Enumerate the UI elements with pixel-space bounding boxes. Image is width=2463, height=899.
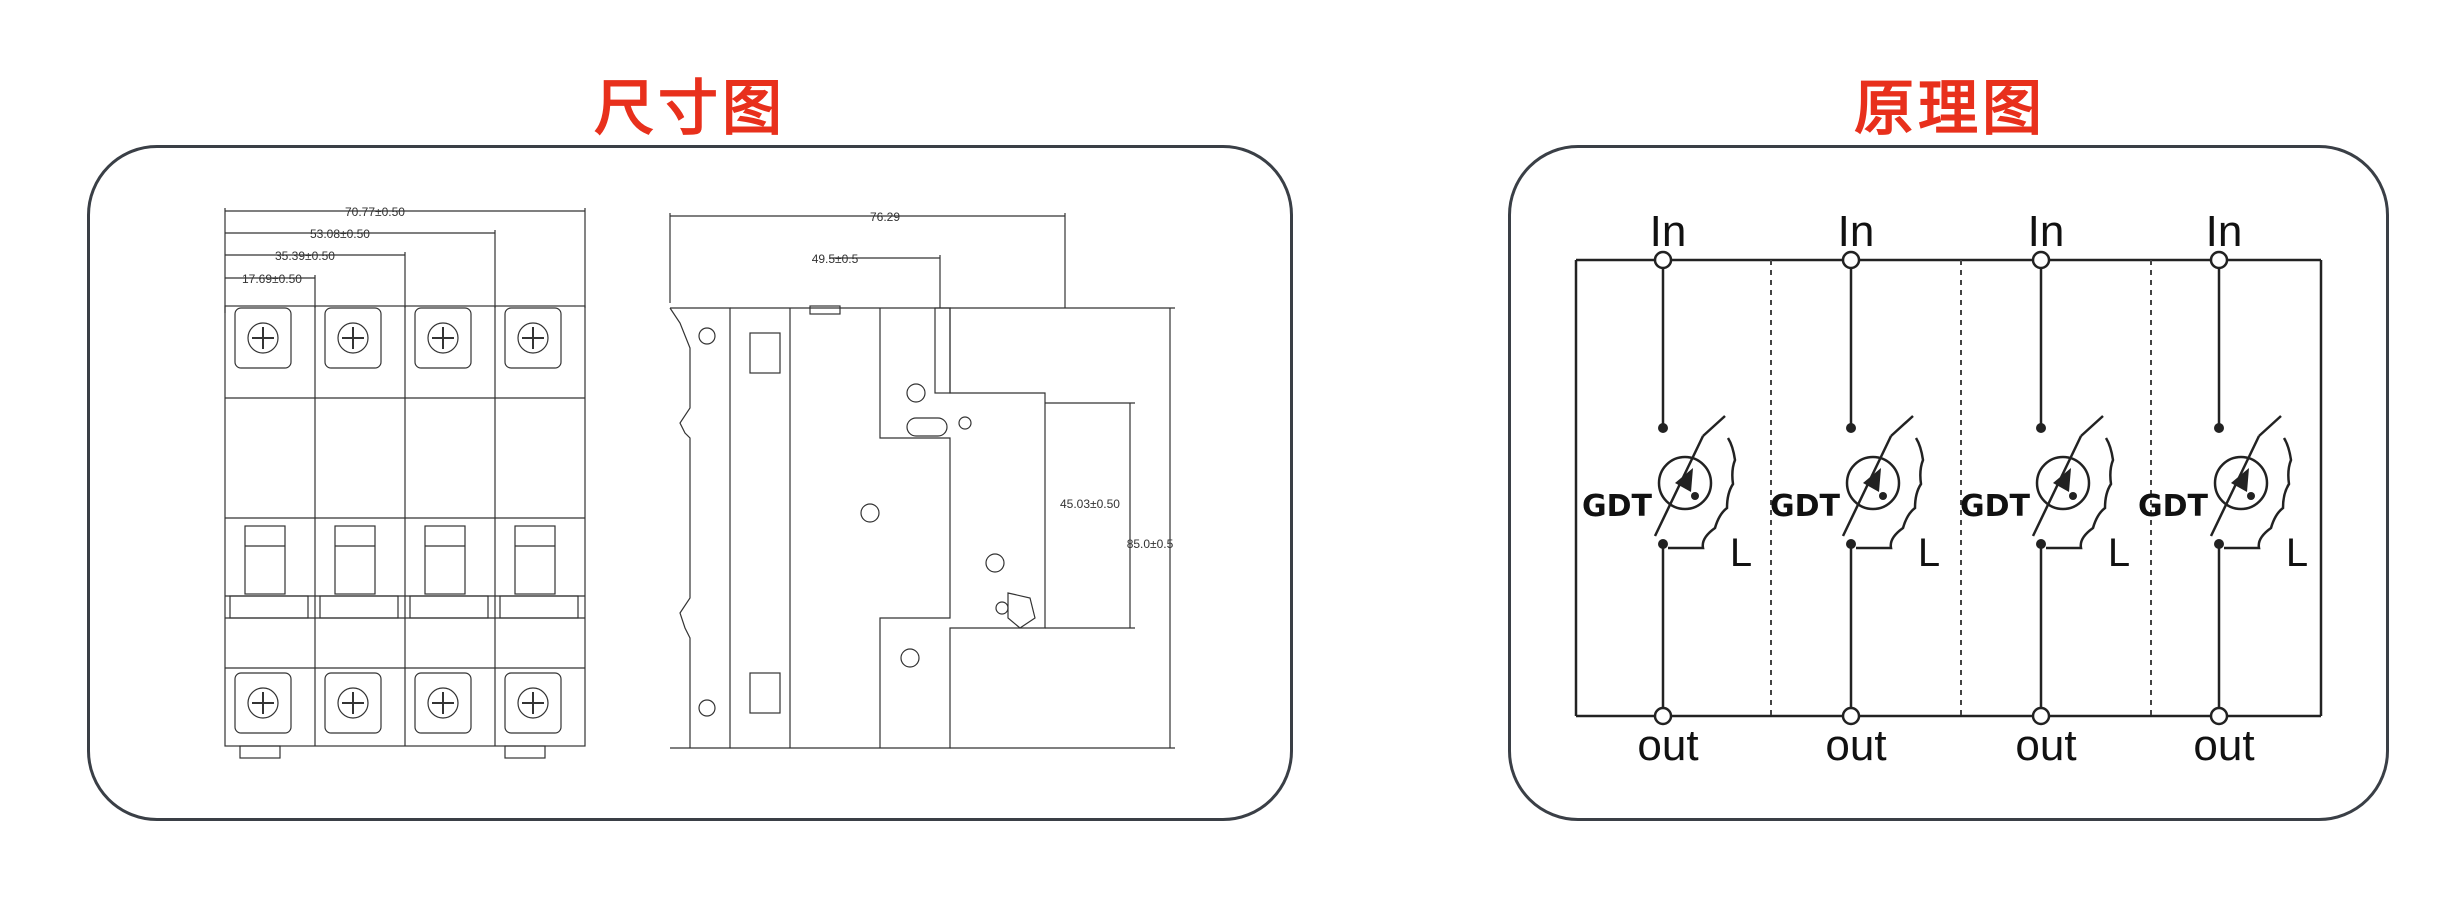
gdt-label: GDT (1960, 489, 2031, 524)
out-label: out (2193, 721, 2254, 770)
channel-4: In out GDT L (2138, 207, 2308, 770)
dimension-drawing-panel: 70.77±0.50 53.08±0.50 35.39±0.50 17.69±0… (87, 145, 1293, 821)
in-label: In (2028, 207, 2065, 256)
channel-3: In out GDT L (1960, 207, 2130, 770)
gdt-label: GDT (1770, 489, 1841, 524)
gdt-label: GDT (2138, 489, 2209, 524)
out-label: out (1637, 721, 1698, 770)
inductor-label: L (2286, 531, 2308, 575)
schematic-title: 原理图 (1854, 74, 2046, 144)
in-label: In (2206, 207, 2243, 256)
out-label: out (1825, 721, 1886, 770)
schematic-panel: In out GDT L In out GDT L (1508, 145, 2389, 821)
dim-depth: 76.29 (870, 210, 900, 224)
channel-1: In out GDT L (1582, 207, 1752, 770)
gdt-label: GDT (1582, 489, 1653, 524)
dim-height-front: 45.03±0.50 (1060, 497, 1120, 511)
side-view (669, 213, 1175, 749)
inductor-label: L (1730, 531, 1752, 575)
in-label: In (1650, 207, 1687, 256)
inductor-label: L (1918, 531, 1940, 575)
dimension-drawing: 70.77±0.50 53.08±0.50 35.39±0.50 17.69±0… (224, 205, 1175, 759)
in-label: In (1838, 207, 1875, 256)
dim-depth-front: 49.5±0.5 (812, 252, 859, 266)
dim-width-3p: 53.08±0.50 (310, 227, 370, 241)
dim-width-1p: 17.69±0.50 (242, 272, 302, 286)
schematic-diagram: In out GDT L In out GDT L (1574, 207, 2323, 770)
channel-2: In out GDT L (1770, 207, 1940, 770)
front-view (224, 208, 586, 759)
dim-width-4p: 70.77±0.50 (345, 205, 405, 219)
dimension-drawing-title: 尺寸图 (594, 74, 786, 144)
dim-width-2p: 35.39±0.50 (275, 249, 335, 263)
inductor-label: L (2108, 531, 2130, 575)
out-label: out (2015, 721, 2076, 770)
dim-height: 85.0±0.5 (1127, 537, 1174, 551)
